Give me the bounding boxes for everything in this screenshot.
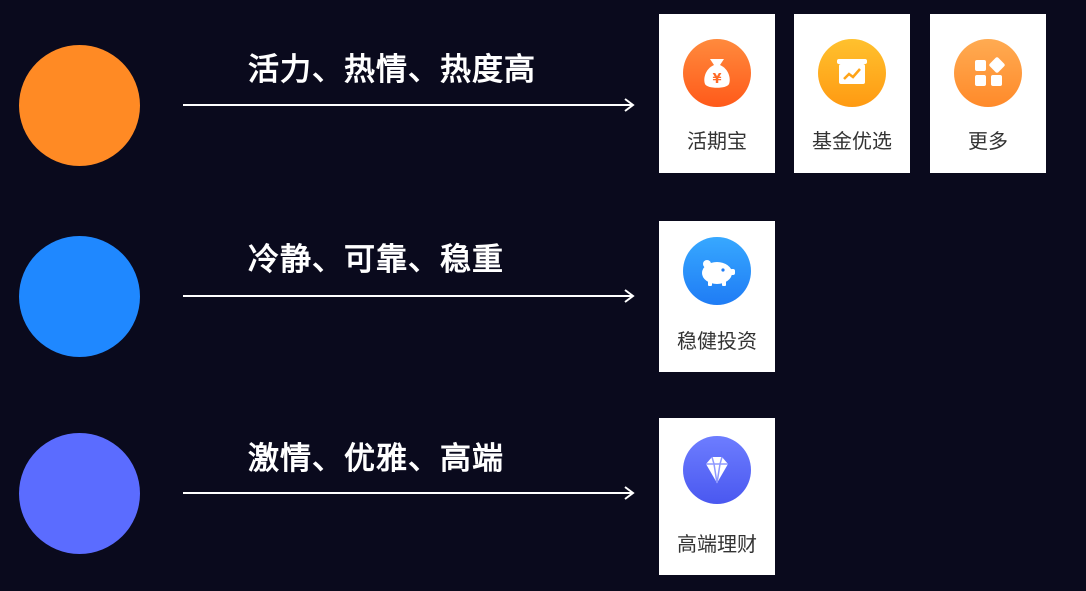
diamond-icon	[683, 436, 751, 504]
row-caption: 活力、热情、热度高	[248, 52, 536, 88]
card-label: 更多	[968, 129, 1008, 153]
card-premium-wealth[interactable]: 高端理财	[659, 418, 775, 575]
mapping-row-warm: 活力、热情、热度高 ¥ 活期宝 基金优选	[0, 10, 1086, 173]
card-label: 活期宝	[687, 129, 747, 153]
card-huoqibao[interactable]: ¥ 活期宝	[659, 14, 775, 173]
arrow-icon	[183, 289, 635, 303]
blue-color-swatch	[19, 236, 140, 357]
arrow-icon	[183, 486, 635, 500]
card-label: 高端理财	[677, 532, 757, 556]
svg-text:¥: ¥	[712, 72, 721, 87]
mapping-row-premium: 激情、优雅、高端 高端理财	[0, 412, 1086, 575]
row-caption: 冷静、可靠、稳重	[248, 242, 504, 278]
arrow-icon	[183, 98, 635, 112]
chart-box-icon	[818, 39, 886, 107]
card-more[interactable]: 更多	[930, 14, 1046, 173]
card-fund-selection[interactable]: 基金优选	[794, 14, 910, 173]
card-steady-investment[interactable]: 稳健投资	[659, 221, 775, 372]
grid-more-icon	[954, 39, 1022, 107]
orange-color-swatch	[19, 45, 140, 166]
money-bag-icon: ¥	[683, 39, 751, 107]
piggy-bank-icon	[683, 237, 751, 305]
mapping-row-cool: 冷静、可靠、稳重 稳健投资	[0, 215, 1086, 375]
purple-color-swatch	[19, 433, 140, 554]
card-label: 稳健投资	[677, 329, 757, 353]
row-caption: 激情、优雅、高端	[248, 441, 504, 477]
card-label: 基金优选	[812, 129, 892, 153]
